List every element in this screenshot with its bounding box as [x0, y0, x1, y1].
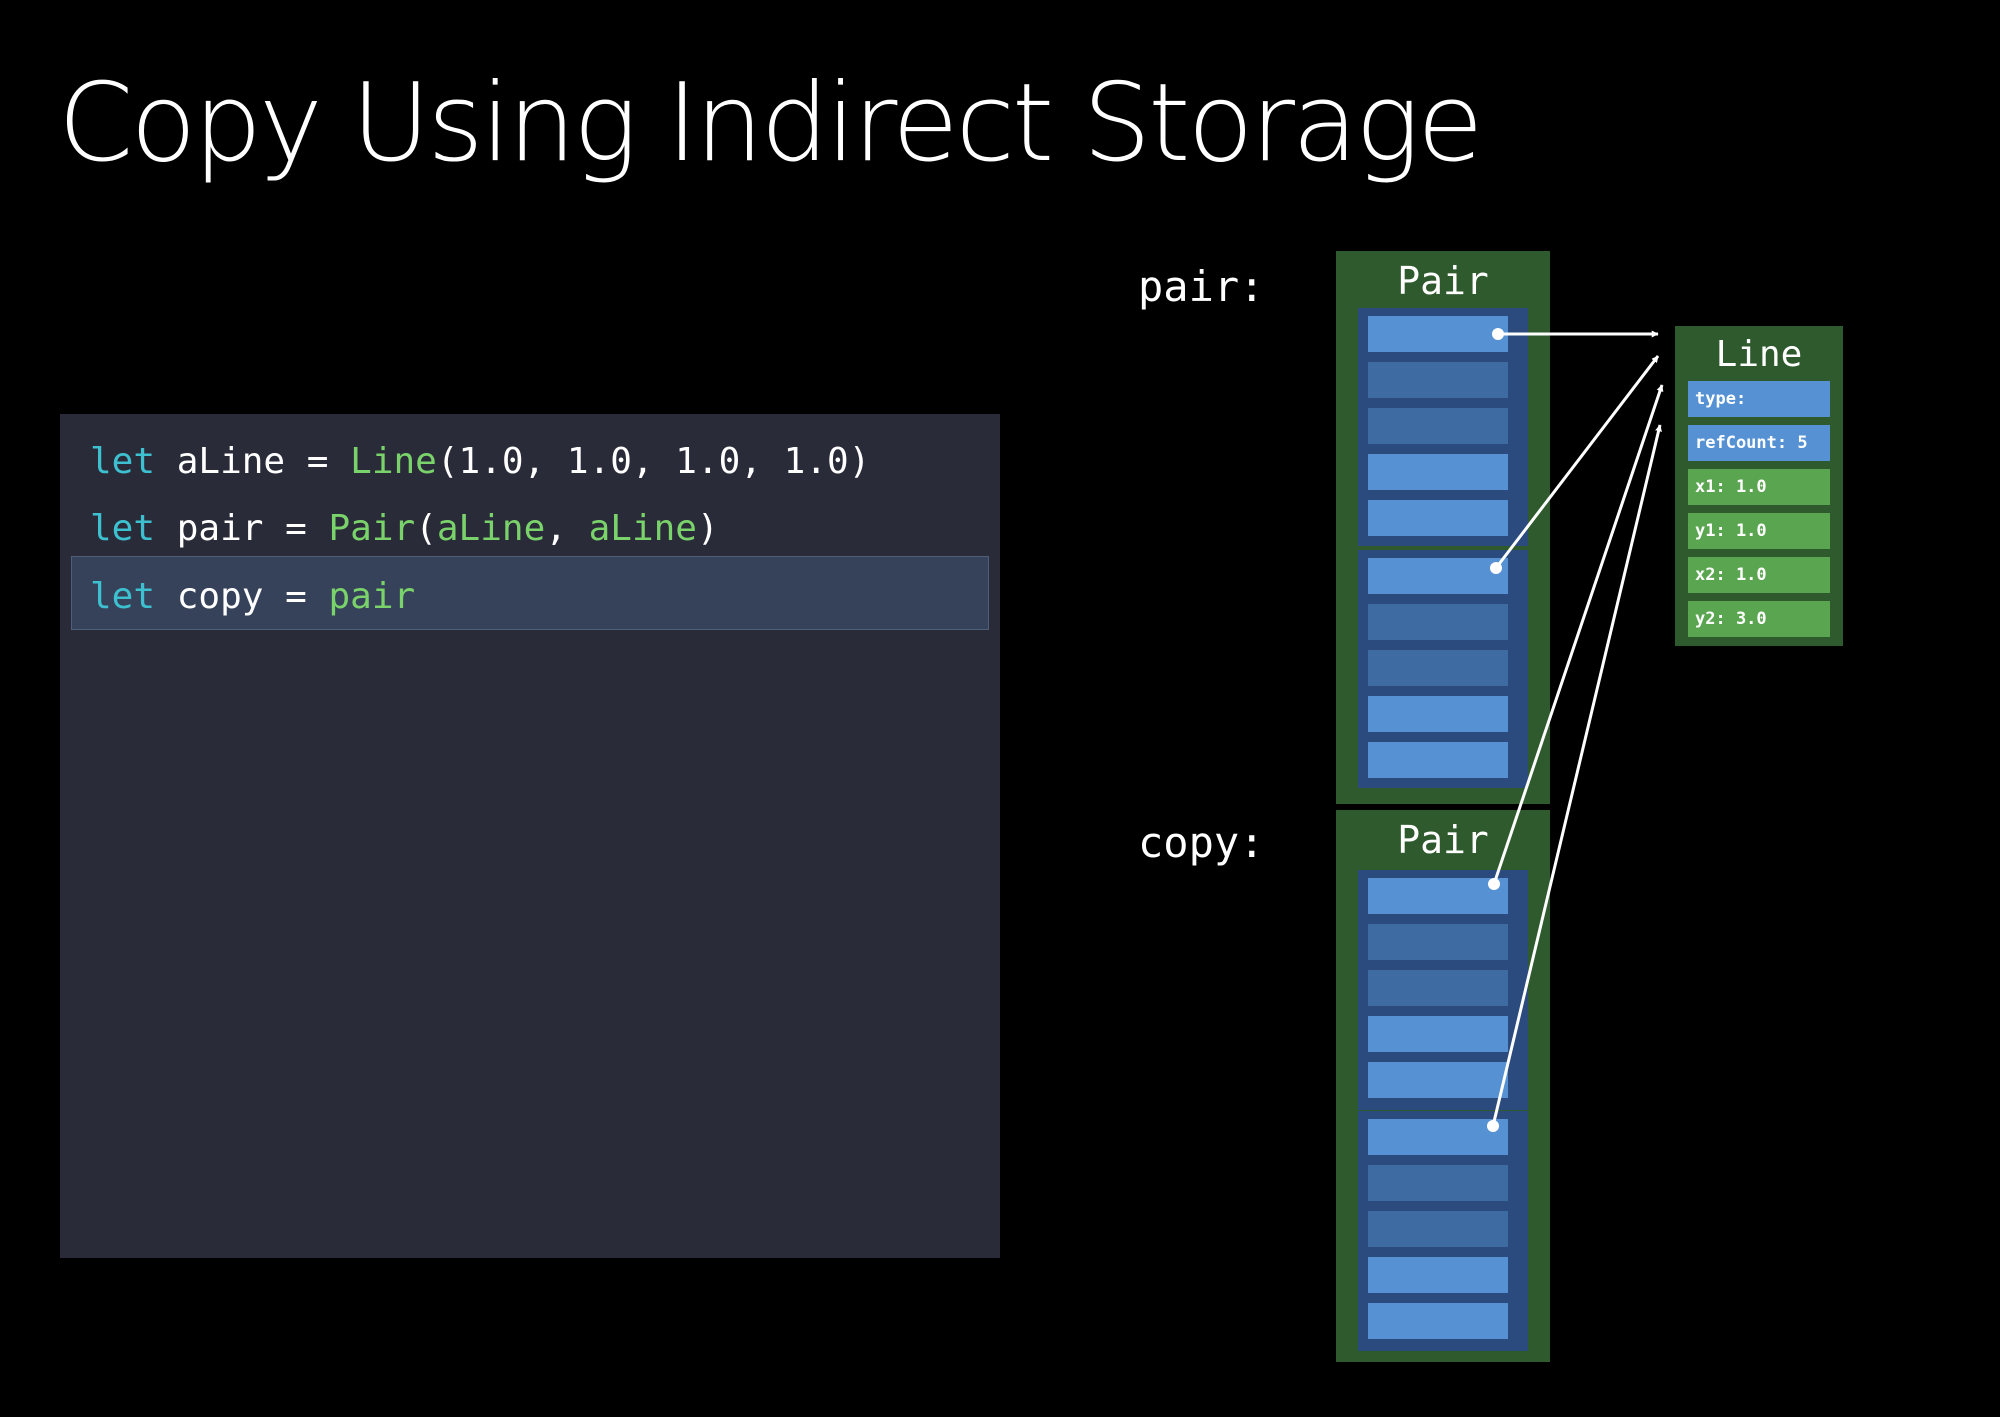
arrow-pair-2-to-line — [1494, 355, 1660, 569]
storage-slot — [1368, 1016, 1508, 1052]
slide-title: Copy Using Indirect Storage — [58, 61, 1483, 186]
code-identifier: copy — [176, 576, 264, 617]
storage-slot — [1368, 500, 1508, 536]
line-field-x1: x1: 1.0 — [1688, 469, 1830, 505]
reference-slot — [1368, 558, 1508, 594]
storage-slot — [1368, 924, 1508, 960]
code-operator: = — [285, 508, 307, 549]
line-heap-object: Line type: refCount: 5 x1: 1.0 y1: 1.0 x… — [1675, 326, 1843, 646]
storage-slot — [1368, 454, 1508, 490]
copy-line-slot-group-1 — [1358, 870, 1528, 1110]
copy-variable-label: copy: — [1138, 818, 1265, 867]
storage-slot — [1368, 696, 1508, 732]
code-identifier: aLine — [176, 441, 286, 482]
code-panel: let aLine = Line(1.0, 1.0, 1.0, 1.0) let… — [60, 414, 1000, 1258]
storage-slot — [1368, 1257, 1508, 1293]
copy-storage-box: Pair — [1336, 810, 1550, 1362]
code-arguments: (1.0, 1.0, 1.0, 1.0) — [436, 441, 871, 482]
code-identifier: pair — [176, 508, 264, 549]
storage-slot — [1368, 1165, 1508, 1201]
line-box-title: Line — [1715, 334, 1803, 375]
code-keyword: let — [90, 576, 156, 617]
arrow-copy-2-to-line — [1491, 424, 1662, 1127]
code-argument: aLine — [588, 508, 697, 549]
pair-box-title: Pair — [1397, 259, 1489, 303]
code-line-highlight — [71, 556, 989, 630]
storage-slot — [1368, 408, 1508, 444]
code-argument: aLine — [436, 508, 546, 549]
reference-dot — [1487, 1120, 1499, 1132]
line-field-type: type: — [1688, 381, 1830, 417]
code-paren: ) — [696, 508, 719, 549]
copy-line-slot-group-2 — [1358, 1111, 1528, 1351]
storage-slot — [1368, 742, 1508, 778]
reference-dot — [1492, 328, 1504, 340]
code-paren: ( — [415, 508, 437, 549]
storage-slot — [1368, 650, 1508, 686]
storage-slot — [1368, 604, 1508, 640]
code-operator: = — [285, 576, 307, 617]
storage-slot — [1368, 362, 1508, 398]
storage-slot — [1368, 1211, 1508, 1247]
reference-dot — [1488, 878, 1500, 890]
pair-line-slot-group-2 — [1358, 550, 1528, 788]
code-keyword: let — [90, 441, 156, 482]
storage-slot — [1368, 1062, 1508, 1098]
pair-line-slot-group-1 — [1358, 308, 1528, 546]
reference-slot — [1368, 1119, 1508, 1155]
code-keyword: let — [90, 508, 156, 549]
reference-dot — [1490, 562, 1502, 574]
code-line-1: let aLine = Line(1.0, 1.0, 1.0, 1.0) — [90, 432, 870, 492]
pair-storage-box: Pair — [1336, 251, 1550, 804]
code-type: Line — [350, 441, 437, 482]
code-separator: , — [545, 508, 589, 549]
line-field-refcount: refCount: 5 — [1688, 425, 1830, 461]
copy-box-title: Pair — [1397, 818, 1489, 862]
line-field-y2: y2: 3.0 — [1688, 601, 1830, 637]
line-field-x2: x2: 1.0 — [1688, 557, 1830, 593]
code-type: Pair — [328, 508, 416, 549]
storage-slot — [1368, 1303, 1508, 1339]
storage-slot — [1368, 970, 1508, 1006]
reference-slot — [1368, 316, 1508, 352]
reference-slot — [1368, 878, 1508, 914]
code-line-3: let copy = pair — [90, 567, 415, 627]
arrow-copy-1-to-line — [1492, 384, 1664, 885]
line-field-y1: y1: 1.0 — [1688, 513, 1830, 549]
code-line-2: let pair = Pair(aLine, aLine) — [90, 499, 719, 559]
code-operator: = — [306, 441, 329, 482]
pair-variable-label: pair: — [1138, 262, 1265, 311]
code-value: pair — [328, 576, 416, 617]
